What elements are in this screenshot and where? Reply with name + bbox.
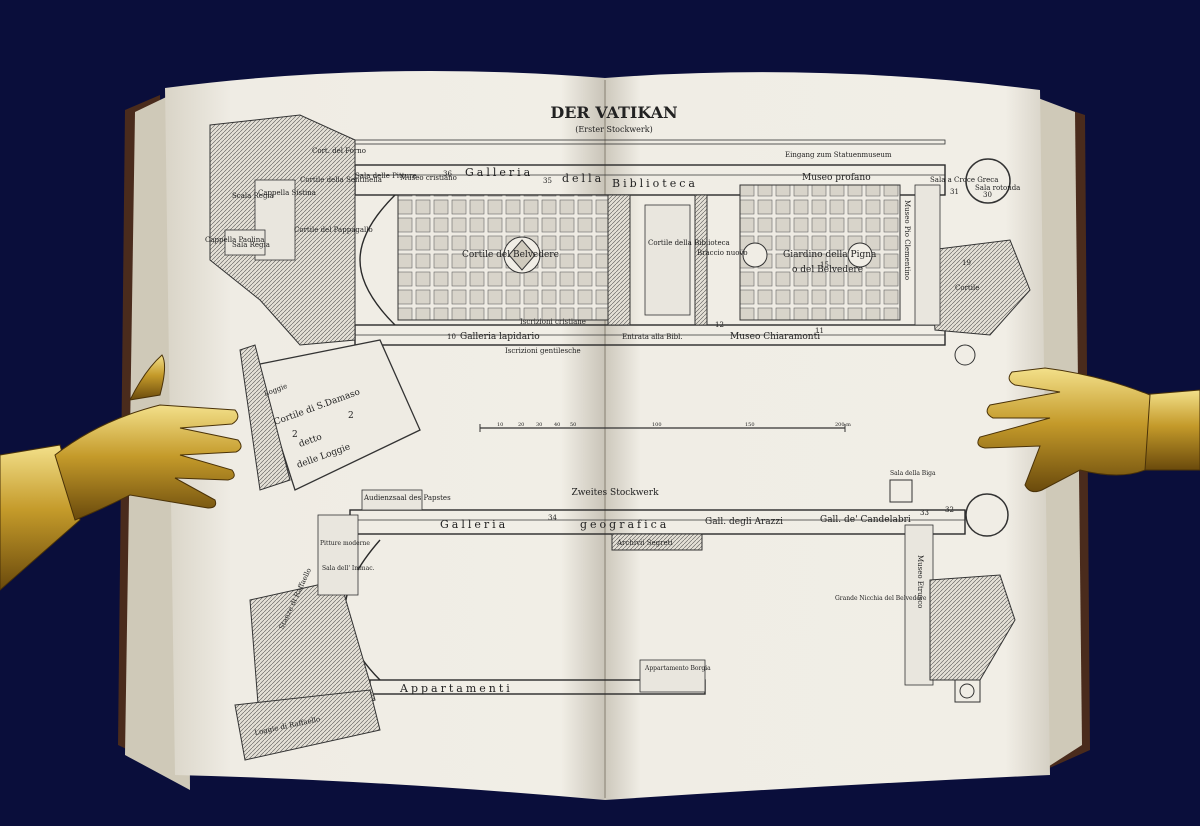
label-sala-immac: Sala dell' Immac. [322,565,375,572]
label-museo-cristiano: Museo cristiano [400,174,457,182]
label-giardino-2: o del Belvedere [792,265,863,275]
label-biblioteca: Biblioteca [612,177,698,190]
label-sala-pitture: Sala delle Pitture [355,172,417,180]
label-museo-chiaramonti: Museo Chiaramonti [730,332,820,342]
label-sala-regia: Sala Regia [232,241,270,249]
second-floor-title: Zweites Stockwerk [571,488,659,498]
label-sala-rotonda: Sala rotonda [975,184,1020,192]
num-34: 34 [548,514,557,522]
label-candelabri: Gall. de' Candelabri [820,515,911,525]
num-36: 36 [443,170,452,178]
second-floor-plan: Audienzsaal des Papstes Galleria 34 geog… [234,470,1016,761]
num-31: 31 [950,188,959,196]
scale-end: 200 m [835,422,851,428]
num-35: 35 [543,177,552,185]
label-eingang: Eingang zum Statuenmuseum [785,151,892,159]
map-title: DER VATIKAN [550,103,677,122]
scale-bar: 10 20 30 40 50 100 150 200 m [479,422,851,432]
label-giardino: Giardino della Pigna [783,250,877,260]
label-pitture-moderne: Pitture moderne [320,540,370,547]
label-scala-regia: Scala Regia [232,192,274,200]
label-cappella-paolina: Cappella Paolina [205,236,264,244]
label-borgia: Appartamento Borgia [644,665,711,672]
scale-tick-100: 100 [652,422,662,428]
label-museo-profano: Museo profano [802,173,871,183]
label-museo-pio: Museo Pio Clementino [903,200,911,280]
scale-tick-50: 50 [570,422,576,428]
label-cortile-pappagallo: Cortile del Pappagallo [294,226,373,234]
scale-tick-40: 40 [554,422,560,428]
label-cort-forno: Cort. del Forno [312,147,366,155]
num-32: 32 [945,506,954,514]
num-11: 11 [815,327,824,335]
num-33: 33 [920,509,929,517]
label-geografica: geografica [580,518,669,531]
label-galleria-lapidario: Galleria lapidario [460,332,540,342]
num-30: 30 [983,191,992,199]
label-appartamenti: Appartamenti [399,682,513,695]
num-10: 10 [447,333,456,341]
num-2b: 2 [348,411,354,421]
num-19: 19 [962,259,971,267]
scale-tick-10: 10 [497,422,503,428]
sala-rotonda [965,158,1011,204]
label-galleria: Galleria [465,166,533,179]
label-croce-greca: Sala a Croce Greca [930,176,998,184]
label-cortile-sentinella: Cortile della Sentinella [300,176,382,184]
scale-tick-20: 20 [518,422,524,428]
map-subtitle: (Erster Stockwerk) [575,125,652,134]
label-cortile-ottagono: Cortile [955,284,979,292]
label-iscrizioni: Iscrizioni cristiane [520,318,586,326]
right-brass-hand [977,367,1200,493]
label-archivii: Archivii Segreti [616,539,673,547]
label-galleria-2: Galleria [440,518,508,531]
label-cortile-belvedere: Cortile del Belvedere [462,250,559,260]
label-audiensaal: Audienzsaal des Papstes [363,494,451,502]
label-sala-biga: Sala della Biga [890,470,936,477]
label-cortile-biblioteca: Cortile della Biblioteca [648,239,730,247]
label-iscrizioni-gentilesche: Iscrizioni gentilesche [505,347,581,355]
num-12: 12 [715,321,724,329]
scale-tick-30: 30 [536,422,542,428]
label-arazzi: Gall. degli Arazzi [705,517,783,527]
num-15: 15 [820,261,829,269]
label-della: della [562,172,604,185]
upper-rotunda [965,493,1009,537]
label-braccio-nuovo: Braccio nuovo [697,249,748,257]
label-entrata: Entrata alla Bibl. [622,333,683,341]
left-brass-hand [0,354,242,591]
label-grande-nicchia: Grande Nicchia del Belvedere [835,595,927,602]
num-2a: 2 [292,430,298,440]
label-museo-etrusco: Museo Etrusco [916,555,924,608]
scale-tick-150: 150 [745,422,755,428]
label-cappella-sistina: Cappella Sistina [258,189,316,197]
first-floor-plan: Cort. del Forno Galleria della Bibliotec… [205,114,1031,491]
